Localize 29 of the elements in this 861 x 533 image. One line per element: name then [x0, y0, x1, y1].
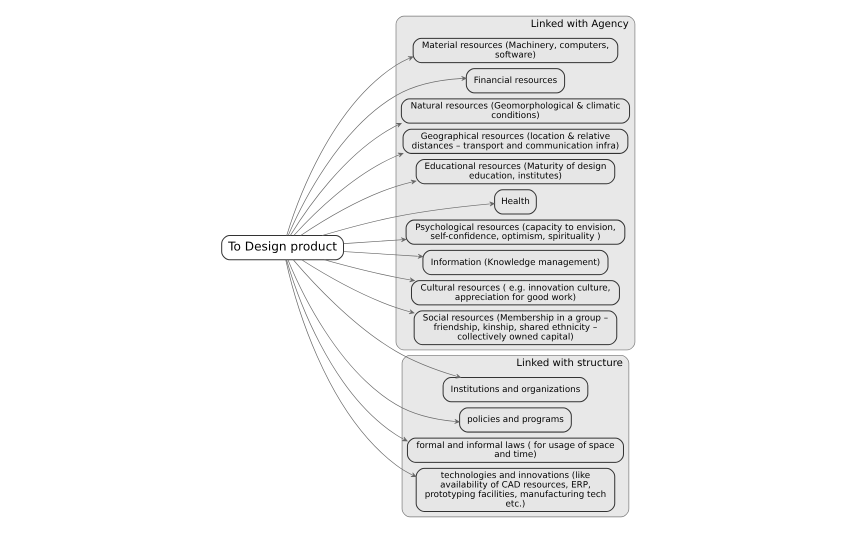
arrow	[286, 56, 413, 236]
node-box: Financial resources	[465, 68, 565, 94]
arrow	[293, 152, 403, 236]
node-box: Information (Knowledge management)	[422, 250, 608, 276]
node-box: Social resources (Membership in a group – friendship, kinship, shared ethnicity – collectively owned capital)	[413, 310, 617, 346]
arrow	[300, 260, 414, 314]
arrow	[300, 180, 416, 236]
arrow	[286, 260, 408, 442]
arrow	[290, 122, 402, 236]
arrow	[287, 260, 460, 424]
arrow	[292, 260, 461, 379]
node-box: Material resources (Machinery, computers, software)	[412, 38, 618, 64]
arrow	[284, 260, 416, 478]
node-box: technologies and innovations (like availability of CAD resources, ERP, prototyping facilities, manufacturing tech etc.)	[415, 468, 615, 512]
node-box: Psychological resources (capacity to envision, self-confidence, optimism, spirituality )	[405, 220, 625, 245]
node-box: Geographical resources (location & relative distances – transport and communication infra)	[402, 128, 628, 154]
node-box: Cultural resources ( e.g. innovation culture, appreciation for good work)	[410, 280, 620, 306]
arrow	[342, 237, 406, 244]
node-box: To Design product	[220, 235, 344, 260]
arrow	[324, 259, 414, 282]
node-box: Educational resources (Maturity of design education, institutes)	[415, 158, 615, 184]
arrow	[321, 202, 494, 236]
node-box: Natural resources (Geomorphological & climatic conditions)	[400, 98, 630, 124]
node-box: formal and informal laws ( for usage of space and time)	[406, 438, 624, 463]
arrow	[342, 251, 423, 259]
node-box: policies and programs	[458, 407, 572, 433]
arrow	[287, 76, 466, 236]
node-box: Institutions and organizations	[442, 377, 588, 402]
node-box: Health	[494, 189, 536, 214]
